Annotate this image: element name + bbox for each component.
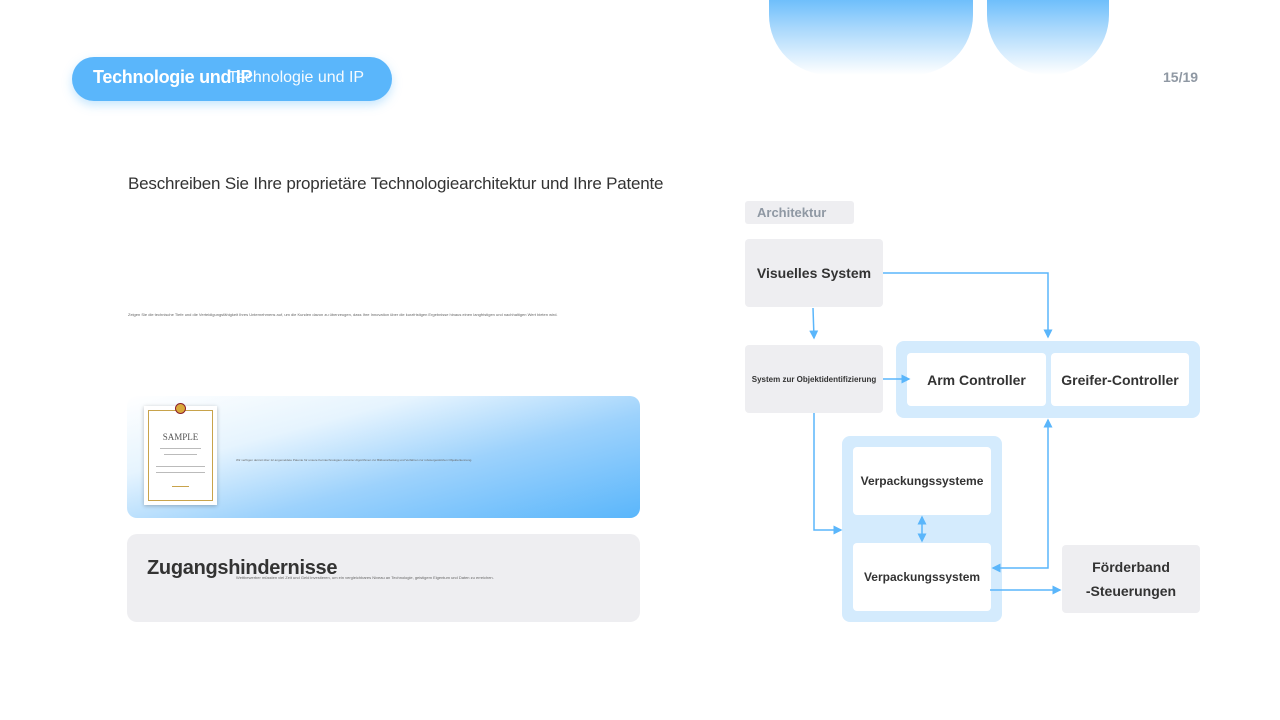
certificate-line (164, 454, 197, 455)
certificate-label: SAMPLE (162, 432, 199, 442)
intro-text: Zeigen Sie die technische Tiefe und die … (128, 312, 558, 317)
architecture-tag: Architektur (745, 201, 854, 224)
decorative-blob-left (769, 0, 973, 75)
certificate-seal-line (172, 486, 189, 487)
node-gripper-controller: Greifer-Controller (1051, 353, 1189, 406)
decorative-blob-right (987, 0, 1109, 75)
barriers-title: Zugangshindernisse (147, 557, 338, 579)
barriers-card (127, 534, 640, 622)
node-packaging-systems: Verpackungssysteme (853, 447, 991, 515)
certificate-line (156, 472, 205, 473)
node-conveyor-controls: Förderband -Steuerungen (1062, 545, 1200, 613)
barriers-text: Wettbewerber müssten viel Zeit und Geld … (236, 575, 494, 580)
arrow-visual-to-object (809, 307, 819, 340)
node-visual-system: Visuelles System (745, 239, 883, 307)
node-packaging-system: Verpackungssystem (853, 543, 991, 611)
slide-subtitle: Beschreiben Sie Ihre proprietäre Technol… (128, 174, 664, 193)
certificate-line (156, 466, 205, 467)
patent-text: Wir verfügen derzeit über 12 angemeldete… (236, 458, 473, 462)
arrow-object-to-packaging (813, 413, 843, 535)
node-conveyor-line2: -Steuerungen (1085, 583, 1177, 599)
page-number: 15/19 (1163, 69, 1199, 85)
certificate-image: SAMPLE (144, 403, 217, 505)
section-pill (72, 57, 392, 101)
certificate-frame (148, 410, 213, 501)
node-object-identification: System zur Objektidentifizierung (745, 345, 883, 413)
arrow-visual-to-gripper (883, 272, 1053, 339)
section-subtitle: Technologie und IP (228, 69, 365, 86)
node-arm-controller: Arm Controller (907, 353, 1046, 406)
medal-icon (175, 403, 186, 414)
certificate-line (160, 448, 201, 449)
node-conveyor-line1: Förderband (1092, 559, 1170, 575)
section-title: Technologie und IP (93, 67, 253, 87)
